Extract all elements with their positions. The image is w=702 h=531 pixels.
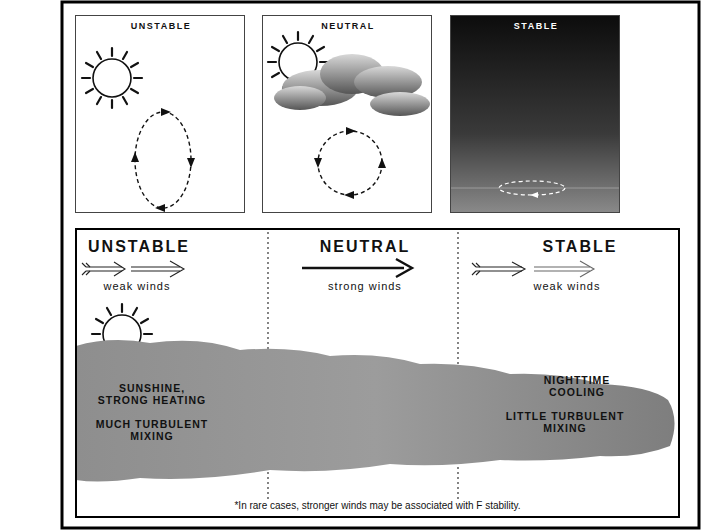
panel-title: UNSTABLE bbox=[76, 21, 246, 31]
panel: UNSTABLE bbox=[75, 15, 245, 213]
stability-column: NEUTRAL strong winds bbox=[270, 230, 460, 492]
column-heading: NEUTRAL bbox=[280, 238, 450, 256]
column-heading: UNSTABLE bbox=[79, 238, 199, 256]
panel-title: STABLE bbox=[451, 21, 621, 31]
night-panel: STABLE bbox=[450, 15, 620, 213]
condition-text: LITTLE TURBULENT MIXING bbox=[500, 410, 630, 434]
condition-text: SUNSHINE, STRONG HEATING bbox=[92, 382, 212, 406]
column-heading: STABLE bbox=[520, 238, 640, 256]
wind-label: weak winds bbox=[507, 280, 627, 293]
footnote: *In rare cases, stronger winds may be as… bbox=[77, 500, 678, 512]
panel-title: NEUTRAL bbox=[263, 21, 433, 31]
stability-column: UNSTABLE weak windsSUNSHINE, STRONG HEATI… bbox=[77, 230, 270, 492]
stability-box: *In rare cases, stronger winds may be as… bbox=[75, 228, 680, 518]
condition-text: MUCH TURBULENT MIXING bbox=[92, 418, 212, 442]
wind-label: weak winds bbox=[87, 280, 187, 293]
stability-column: STABLE weak windsNIGHTTIME COOLING LITTLE … bbox=[460, 230, 678, 492]
panel: NEUTRAL bbox=[262, 15, 432, 213]
condition-text: NIGHTTIME COOLING bbox=[527, 374, 627, 398]
wind-label: strong winds bbox=[280, 280, 450, 293]
